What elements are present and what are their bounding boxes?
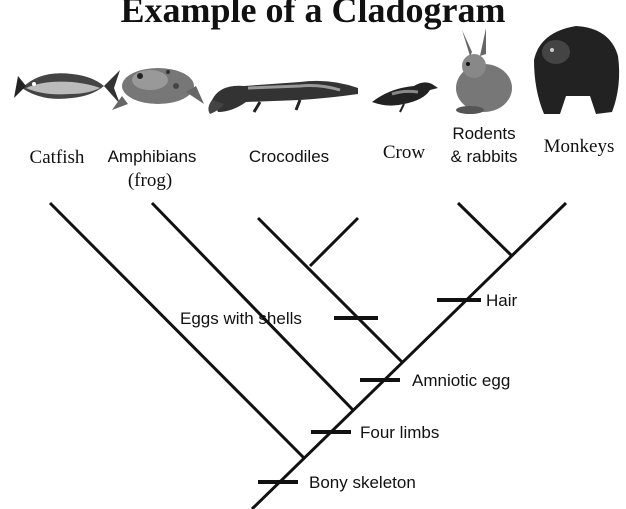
- catfish-icon: [14, 70, 120, 104]
- monkey-icon: [534, 26, 619, 114]
- trait-label-bony-skeleton: Bony skeleton: [309, 473, 416, 492]
- trait-label-four-limbs: Four limbs: [360, 423, 439, 442]
- taxon-label-amphibians: Amphibians: [108, 147, 197, 166]
- cladogram-tree: [50, 203, 566, 509]
- branch-amphibians: [152, 203, 353, 410]
- frog-icon: [112, 68, 204, 110]
- taxon-label-rodents: Rodents: [452, 124, 515, 143]
- crow-icon: [372, 82, 438, 112]
- crocodile-icon: [208, 81, 358, 114]
- taxon-label-monkeys: Monkeys: [544, 136, 615, 157]
- trait-label-amniotic-egg: Amniotic egg: [412, 371, 510, 390]
- branch-reptiles: [258, 218, 402, 362]
- trait-label-hair: Hair: [486, 291, 518, 310]
- taxon-label-crocodiles: Crocodiles: [249, 147, 329, 166]
- rabbit-icon: [456, 28, 512, 114]
- trait-label-eggs-with-shells: Eggs with shells: [180, 309, 302, 328]
- taxon-label-rodents-sub: & rabbits: [450, 147, 517, 166]
- taxon-label-catfish: Catfish: [30, 147, 85, 168]
- diagram-title: Example of a Cladogram: [121, 0, 506, 30]
- branch-catfish: [50, 203, 305, 459]
- taxon-label-crow: Crow: [383, 142, 426, 163]
- branch-crow: [310, 218, 358, 266]
- branch-rodents: [458, 203, 512, 256]
- taxon-label-amphibians-sub: (frog): [128, 170, 172, 191]
